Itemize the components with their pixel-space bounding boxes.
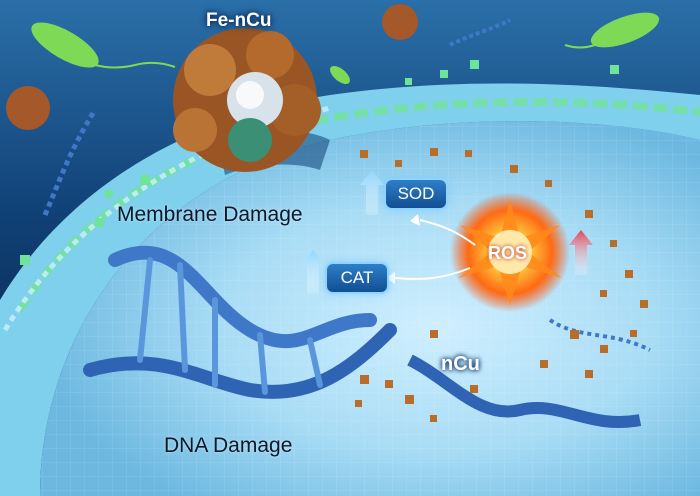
- ros-to-sod-arrow: [419, 219, 476, 246]
- fe-ncu-nanoparticle: [173, 28, 321, 172]
- bacteria-right: [564, 12, 660, 49]
- sod-label: SOD: [384, 178, 448, 210]
- ros-to-cat-arrow: [394, 267, 471, 280]
- fe-ncu-label: Fe-nCu: [206, 10, 272, 31]
- sod-up-arrow: [360, 170, 384, 215]
- membrane-damage-label: Membrane Damage: [117, 203, 303, 226]
- nanoparticle-small-2: [382, 4, 418, 40]
- ncu-particles: [355, 148, 648, 422]
- ros-burst: [450, 192, 570, 312]
- cell-membrane: [0, 83, 700, 496]
- bacteria-left: [31, 22, 176, 69]
- dna-fragment-left: [42, 108, 98, 216]
- dna-fragment-top: [449, 18, 511, 47]
- dna-damage-label: DNA Damage: [164, 434, 293, 457]
- cat-label: CAT: [325, 262, 389, 294]
- bacteria-small: [330, 66, 350, 84]
- ros-label: ROS: [488, 243, 528, 263]
- dna-broken-strand: [407, 354, 642, 429]
- dna-helix: [83, 245, 397, 399]
- membrane-beads: [2, 105, 331, 332]
- ros-up-arrow: [569, 230, 593, 275]
- cat-up-arrow: [301, 250, 325, 293]
- dna-thin-strand: [548, 318, 651, 352]
- membrane-debris: [20, 60, 619, 265]
- nanoparticle-small-1: [6, 86, 50, 130]
- ncu-label: nCu: [441, 353, 480, 375]
